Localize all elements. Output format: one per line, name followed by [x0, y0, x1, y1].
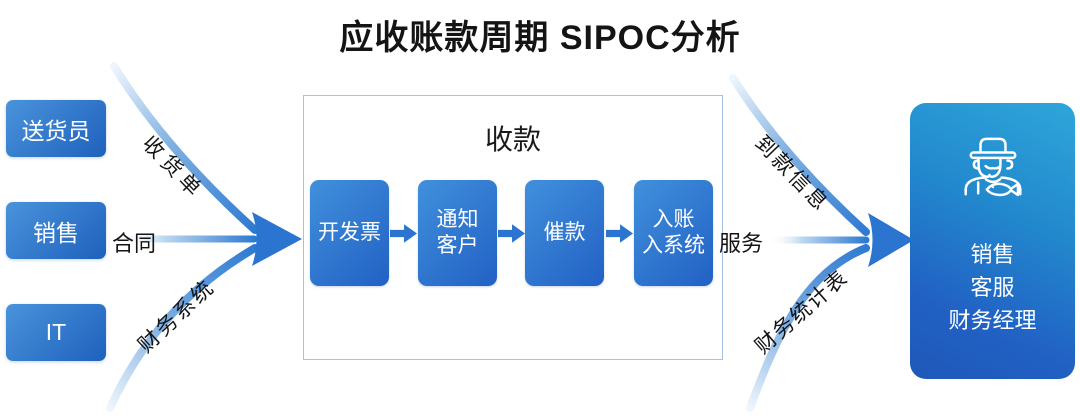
step-label: 催款	[543, 220, 586, 244]
step-arrow-icon	[390, 224, 417, 243]
process-step-notify-customer: 通知 客户	[418, 180, 497, 286]
output-label-payment-info: 到款信息	[750, 131, 834, 217]
customer-roles-label: 销售 客服 财务经理	[948, 242, 1037, 333]
supplier-label: IT	[45, 319, 67, 345]
supplier-box-sales: 销售	[6, 202, 106, 259]
step-arrow-icon	[606, 224, 633, 243]
output-curve-top	[729, 74, 870, 236]
step-label: 入账 入系统	[642, 207, 705, 257]
process-step-invoice: 开发票	[310, 180, 389, 286]
supplier-box-it: IT	[6, 304, 106, 361]
input-curve-top	[110, 62, 259, 234]
step-label: 通知 客户	[436, 207, 479, 257]
step-arrow-icon	[498, 224, 525, 243]
input-arrowhead	[252, 212, 302, 266]
page-title: 应收账款周期 SIPOC分析	[339, 19, 741, 57]
process-step-dunning: 催款	[525, 180, 604, 286]
input-label-receipt: 收货单	[137, 131, 209, 205]
process-container: 收款 开发票 通知 客户 催款 入账 入系统	[303, 95, 723, 360]
process-title: 收款	[484, 124, 541, 155]
step-label: 开发票	[318, 220, 381, 244]
input-label-finance-system: 财务系统	[134, 274, 220, 358]
process-step-record-system: 入账 入系统	[634, 180, 713, 286]
customer-box: 销售 客服 财务经理	[910, 103, 1075, 379]
output-label-service: 服务	[719, 231, 764, 256]
supplier-box-delivery: 送货员	[6, 100, 106, 157]
output-arrowhead	[868, 213, 914, 267]
input-label-contract: 合同	[112, 231, 157, 256]
supplier-label: 送货员	[21, 117, 91, 144]
fisherman-icon	[963, 137, 1022, 197]
supplier-label: 销售	[33, 219, 79, 246]
output-label-finance-report: 财务统计表	[751, 265, 853, 359]
